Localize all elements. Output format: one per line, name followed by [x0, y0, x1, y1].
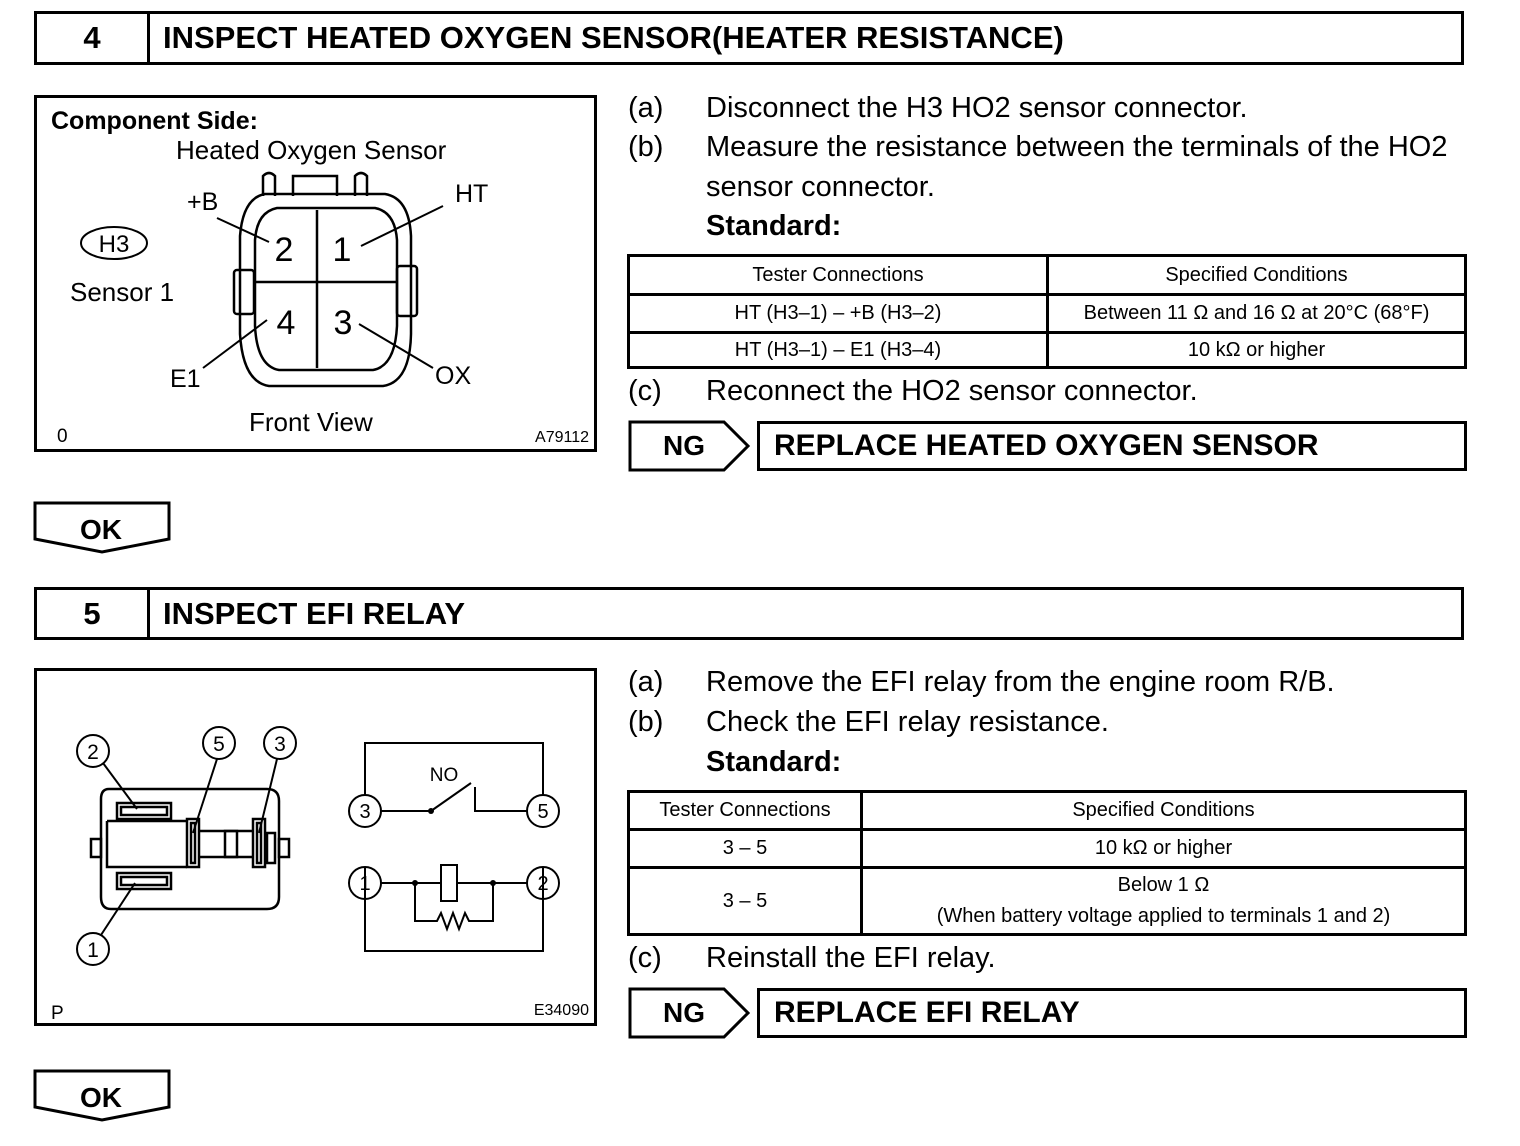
part-name-label: Heated Oxygen Sensor	[176, 135, 447, 165]
step-text: Disconnect the H3 HO2 sensor connector.	[706, 92, 1248, 124]
step-label: (c)	[628, 375, 662, 407]
step-text: Reconnect the HO2 sensor connector.	[706, 375, 1198, 407]
table-cell: 3 – 5	[627, 866, 863, 936]
table-header: Specified Conditions	[1046, 254, 1467, 296]
step4-ng-action: REPLACE HEATED OXYGEN SENSOR	[757, 421, 1467, 471]
step5-ng-action: REPLACE EFI RELAY	[757, 988, 1467, 1038]
step4-ok-arrow: OK	[33, 501, 171, 554]
switch-pivot-dot	[428, 808, 434, 814]
schematic-terminal-5: 5	[537, 801, 548, 823]
figure-id: A79112	[535, 429, 589, 446]
connector-drawing	[232, 171, 419, 388]
table-cell-line: Below 1 Ω	[1117, 874, 1210, 896]
schematic-terminal-1: 1	[359, 873, 370, 895]
step-label: (b)	[628, 131, 664, 163]
figure-corner-code: P	[51, 1003, 64, 1023]
step5-standard-label: Standard:	[706, 746, 842, 778]
component-side-heading: Component Side:	[51, 107, 258, 135]
schematic-terminal-3: 3	[359, 801, 370, 823]
switch-no-label: NO	[430, 765, 459, 786]
table-header: Tester Connections	[627, 254, 1049, 296]
view-label: Front View	[249, 407, 373, 437]
step-text: Remove the EFI relay from the engine roo…	[706, 666, 1335, 698]
leader-lines	[202, 205, 444, 369]
table-cell: Between 11 Ω and 16 Ω at 20°C (68°F)	[1046, 293, 1467, 334]
table-cell: HT (H3–1) – E1 (H3–4)	[627, 331, 1049, 369]
pin-3-label: 3	[334, 304, 353, 342]
table-cell: 10 kΩ or higher	[1046, 331, 1467, 369]
step5-spec-table: Tester Connections Specified Conditions …	[627, 790, 1467, 936]
step-text: Reinstall the EFI relay.	[706, 942, 996, 974]
junction-dot	[412, 880, 418, 886]
step4-standard-label: Standard:	[706, 210, 842, 242]
step4-ng-arrow: NG	[628, 420, 751, 472]
connector-code-label: H3	[99, 231, 130, 258]
pin-2-label: 2	[275, 231, 294, 269]
table-cell: HT (H3–1) – +B (H3–2)	[627, 293, 1049, 334]
step-label: (b)	[628, 706, 664, 738]
step4-spec-table: Tester Connections Specified Conditions …	[627, 254, 1467, 369]
pin-4-label: 4	[277, 304, 296, 342]
step4-header: 4 INSPECT HEATED OXYGEN SENSOR(HEATER RE…	[34, 11, 1464, 65]
step5-ng-arrow: NG	[628, 987, 751, 1039]
terminal-ht-label: HT	[455, 180, 488, 208]
table-cell-multiline: Below 1 Ω (When battery voltage applied …	[860, 866, 1467, 936]
step-label: (a)	[628, 666, 664, 698]
ok-label: OK	[80, 1082, 122, 1113]
relay-terminal-1: 1	[87, 939, 99, 962]
step-text: Check the EFI relay resistance.	[706, 706, 1109, 738]
ok-label: OK	[80, 514, 122, 545]
terminal-ox-label: OX	[435, 362, 471, 390]
step-text: Measure the resistance between the termi…	[706, 131, 1448, 163]
step5-header: 5 INSPECT EFI RELAY	[34, 587, 1464, 640]
figure-id: E34090	[534, 1002, 589, 1019]
step-text-continued: sensor connector.	[706, 171, 935, 203]
connector-code-oval	[80, 226, 148, 260]
relay-callouts	[76, 726, 297, 966]
relay-terminal-5: 5	[213, 733, 225, 756]
oxygen-sensor-figure: Component Side: Heated Oxygen Sensor H3 …	[34, 95, 597, 452]
relay-body-drawing	[89, 787, 291, 911]
efi-relay-figure: 2 5 3 1 NO 3 5 1 2 P E34090	[34, 668, 597, 1026]
step-label: (a)	[628, 92, 664, 124]
step5-ok-arrow: OK	[33, 1069, 171, 1122]
relay-schematic	[348, 742, 560, 952]
relay-terminal-2: 2	[87, 741, 99, 764]
table-cell-line: (When battery voltage applied to termina…	[936, 905, 1391, 927]
step4-number: 4	[37, 14, 150, 62]
ng-label: NG	[663, 430, 705, 461]
junction-dot	[490, 880, 496, 886]
table-cell: 3 – 5	[627, 828, 863, 869]
relay-terminal-3: 3	[274, 733, 286, 756]
sensor-label: Sensor 1	[70, 277, 174, 307]
step5-number: 5	[37, 590, 150, 637]
terminal-plus-b-label: +B	[187, 188, 218, 216]
pin-1-label: 1	[333, 231, 352, 269]
schematic-terminal-2: 2	[537, 873, 548, 895]
step-label: (c)	[628, 942, 662, 974]
table-cell: 10 kΩ or higher	[860, 828, 1467, 869]
figure-corner-code: 0	[57, 426, 68, 447]
terminal-e1-label: E1	[170, 365, 201, 393]
step4-title: INSPECT HEATED OXYGEN SENSOR(HEATER RESI…	[163, 20, 1064, 55]
table-header: Specified Conditions	[860, 790, 1467, 831]
ng-label: NG	[663, 997, 705, 1028]
table-header: Tester Connections	[627, 790, 863, 831]
step5-title: INSPECT EFI RELAY	[163, 596, 466, 631]
